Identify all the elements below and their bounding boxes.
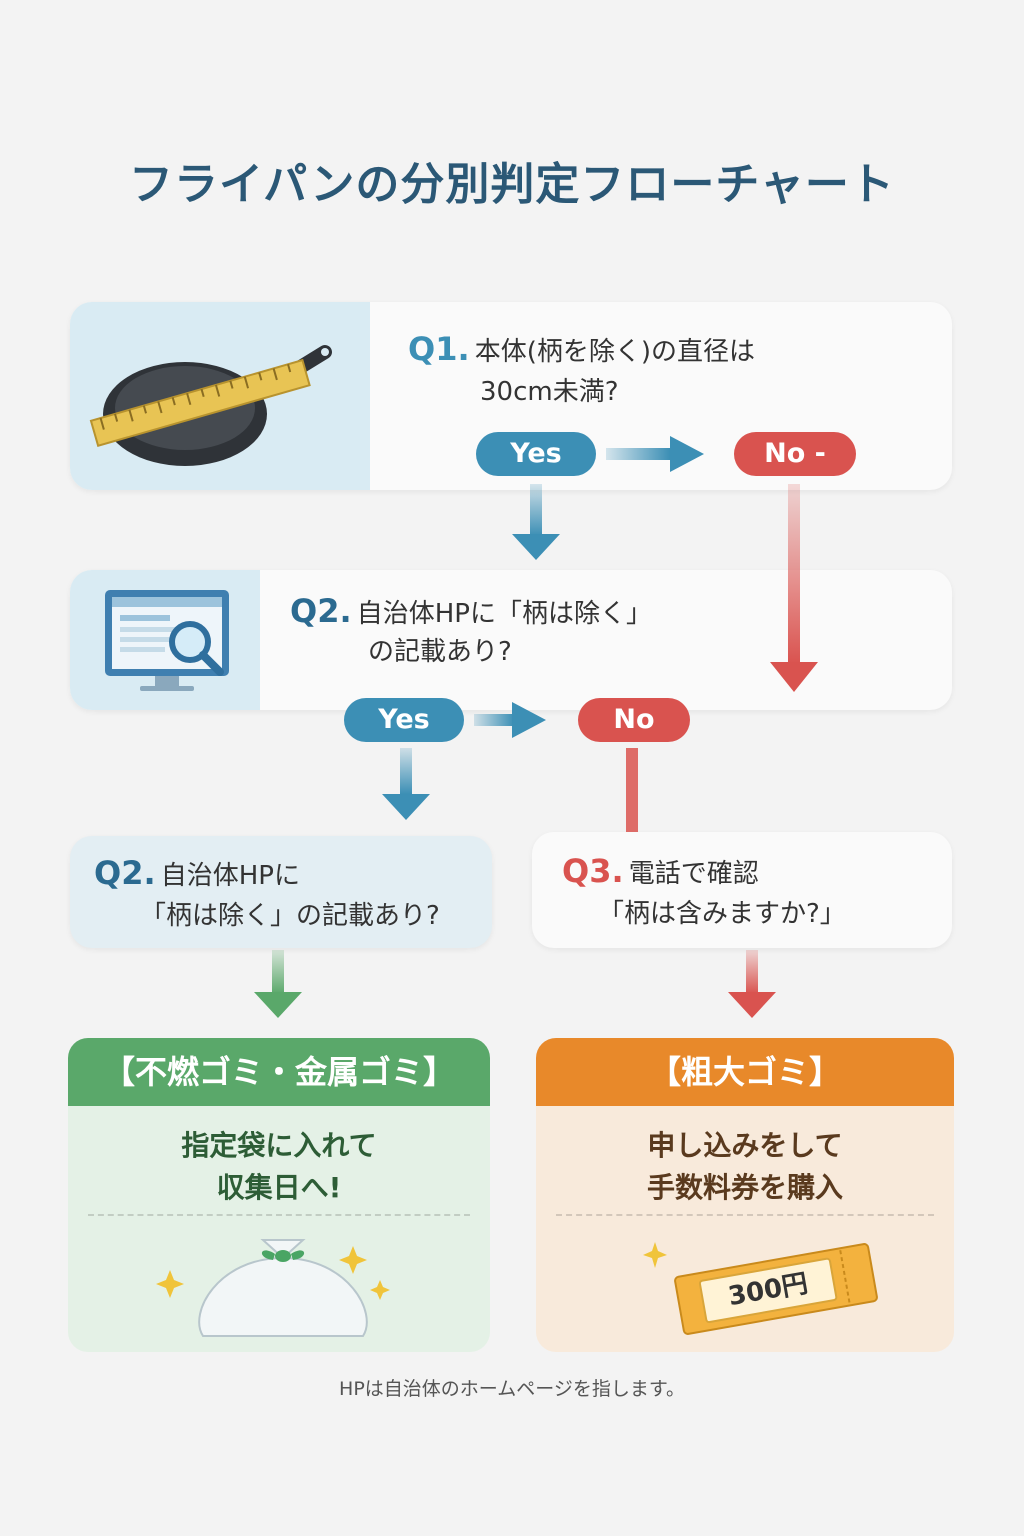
garbage-bag-icon [156, 1239, 390, 1337]
q2-no-pill: No [578, 698, 690, 742]
ticket-icon: 300円 [672, 1239, 880, 1339]
arrow-q1-horizontal [606, 448, 670, 460]
result-card-nonburnable: 【不燃ゴミ・金属ゴミ】 指定袋に入れて 収集日へ! [68, 1038, 490, 1352]
q2-left-label: Q2. [94, 854, 156, 892]
divider [556, 1214, 934, 1216]
q2-image-panel [70, 570, 260, 710]
q2-top-line1: 自治体HPに「柄は除く」 [356, 599, 652, 629]
result-text-nonburnable-2: 収集日へ! [216, 1171, 342, 1204]
q2-left-line1: 自治体HPに [160, 861, 300, 891]
arrow-q2-yes-down [400, 748, 412, 794]
q3-label: Q3. [562, 852, 624, 890]
q2-top-line2: の記載あり? [368, 637, 512, 667]
q3-line2: 「柄は含みますか?」 [598, 899, 846, 929]
q3-line1: 電話で確認 [628, 859, 759, 889]
result-text-oversized-1: 申し込みをして [647, 1129, 843, 1162]
sparkle-icon [643, 1242, 667, 1268]
frying-pan-ruler-icon [89, 345, 332, 466]
arrow-q1-no-down [788, 484, 800, 664]
q2-top-card: Q2. 自治体HPに「柄は除く」 の記載あり? [70, 570, 952, 710]
q2-left-line2: 「柄は除く」の記載あり? [140, 901, 440, 931]
q2-yes-pill: Yes [344, 698, 464, 742]
result-card-oversized: 【粗大ゴミ】 申し込みをして 手数料券を購入 300円 [536, 1038, 954, 1352]
divider [88, 1214, 470, 1216]
q1-card: Q1. 本体(柄を除く)の直径は 30cm未満? [70, 302, 952, 490]
arrow-q2-no-down [626, 748, 638, 832]
footnote: HPは自治体のホームページを指します。 [339, 1378, 685, 1400]
q2-left-card: Q2. 自治体HPに 「柄は除く」の記載あり? [70, 836, 492, 948]
q1-image-panel [70, 302, 370, 490]
result-header-nonburnable: 【不燃ゴミ・金属ゴミ】 [68, 1038, 490, 1106]
q1-label: Q1. [408, 330, 470, 368]
q1-yes-pill: Yes [476, 432, 596, 476]
q3-card: Q3. 電話で確認 「柄は含みますか?」 [532, 832, 952, 948]
page-title: フライパンの分別判定フローチャート [129, 159, 895, 210]
monitor-magnifier-icon [105, 590, 229, 691]
result-text-oversized-2: 手数料券を購入 [646, 1171, 843, 1204]
q1-line1: 本体(柄を除く)の直径は [474, 337, 756, 367]
q2-top-label: Q2. [290, 592, 352, 630]
arrow-q2-horizontal [474, 714, 514, 726]
result-header-oversized: 【粗大ゴミ】 [536, 1038, 954, 1106]
arrow-q1-yes-down [530, 484, 542, 536]
result-text-nonburnable-1: 指定袋に入れて [181, 1129, 377, 1162]
arrow-left-down [272, 950, 284, 994]
arrow-q3-down [746, 950, 758, 994]
q1-no-pill: No - [734, 432, 856, 476]
q1-line2: 30cm未満? [480, 377, 619, 407]
